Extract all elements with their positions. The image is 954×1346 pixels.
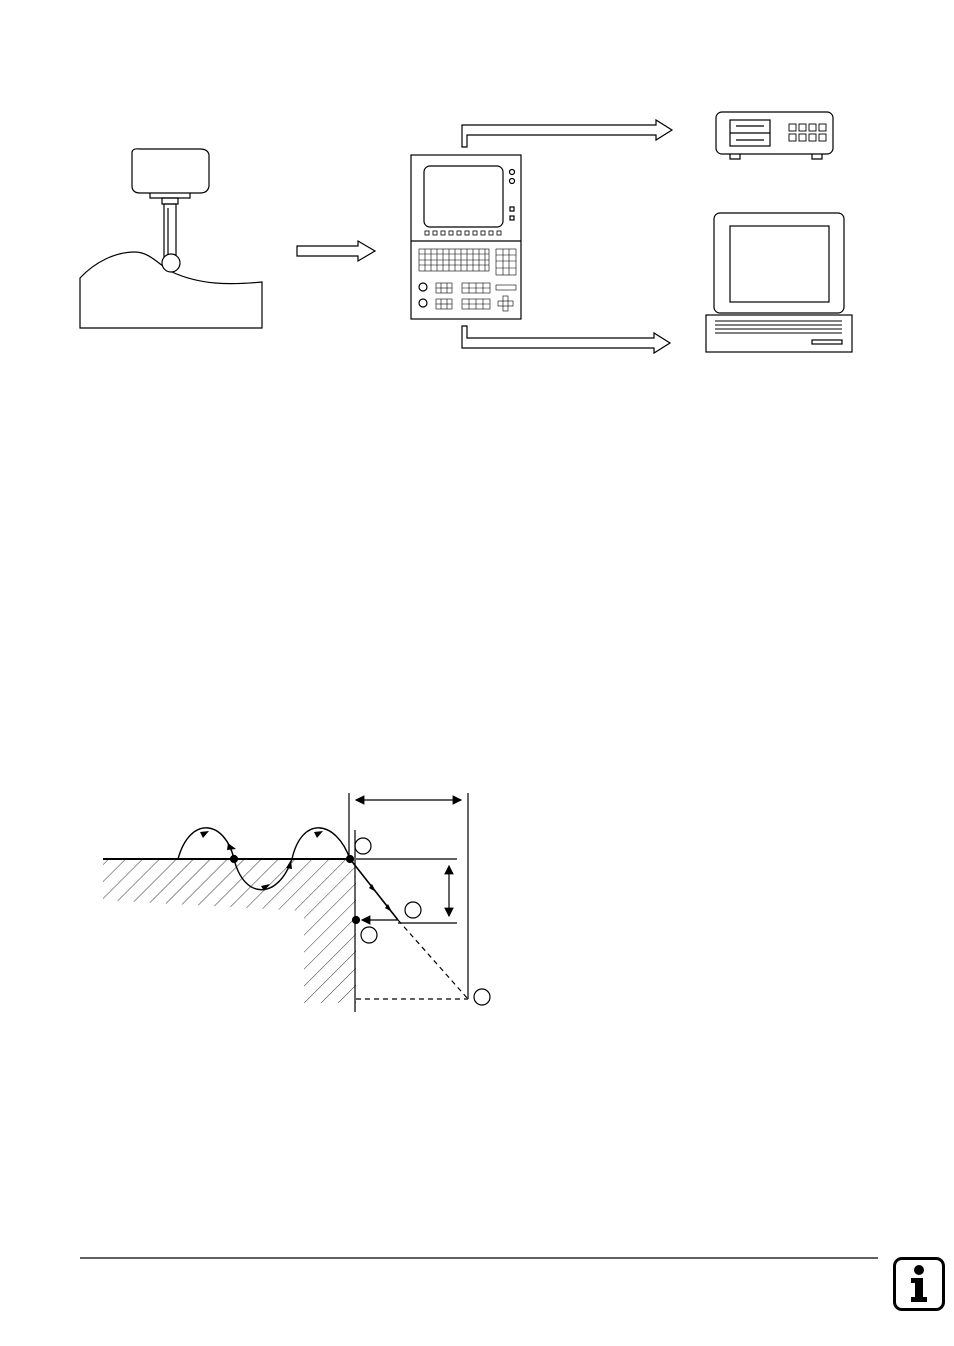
callout-circle-2 bbox=[404, 901, 422, 919]
cnc-control-icon bbox=[410, 154, 522, 320]
info-icon bbox=[911, 1265, 927, 1302]
workpiece-icon bbox=[79, 251, 263, 329]
computer-icon bbox=[705, 212, 853, 353]
touch-point bbox=[351, 915, 361, 925]
diagonal-dashed bbox=[397, 919, 469, 1000]
callout-circle-4 bbox=[473, 988, 491, 1006]
touch-point bbox=[229, 854, 239, 864]
touch-probe-icon bbox=[131, 148, 210, 273]
data-flow-arrow bbox=[296, 239, 377, 263]
probe-path bbox=[177, 827, 351, 891]
callout-circle-3 bbox=[360, 926, 378, 944]
workpiece-hatch bbox=[103, 859, 356, 1003]
data-flow-arrow-upper bbox=[461, 118, 674, 148]
display-unit-icon bbox=[715, 111, 834, 160]
figure-bottom bbox=[103, 793, 491, 1012]
info-badge bbox=[893, 1257, 945, 1311]
callout-circle-1 bbox=[354, 837, 372, 855]
data-flow-arrow-lower bbox=[461, 325, 672, 355]
figure-top bbox=[79, 111, 853, 355]
